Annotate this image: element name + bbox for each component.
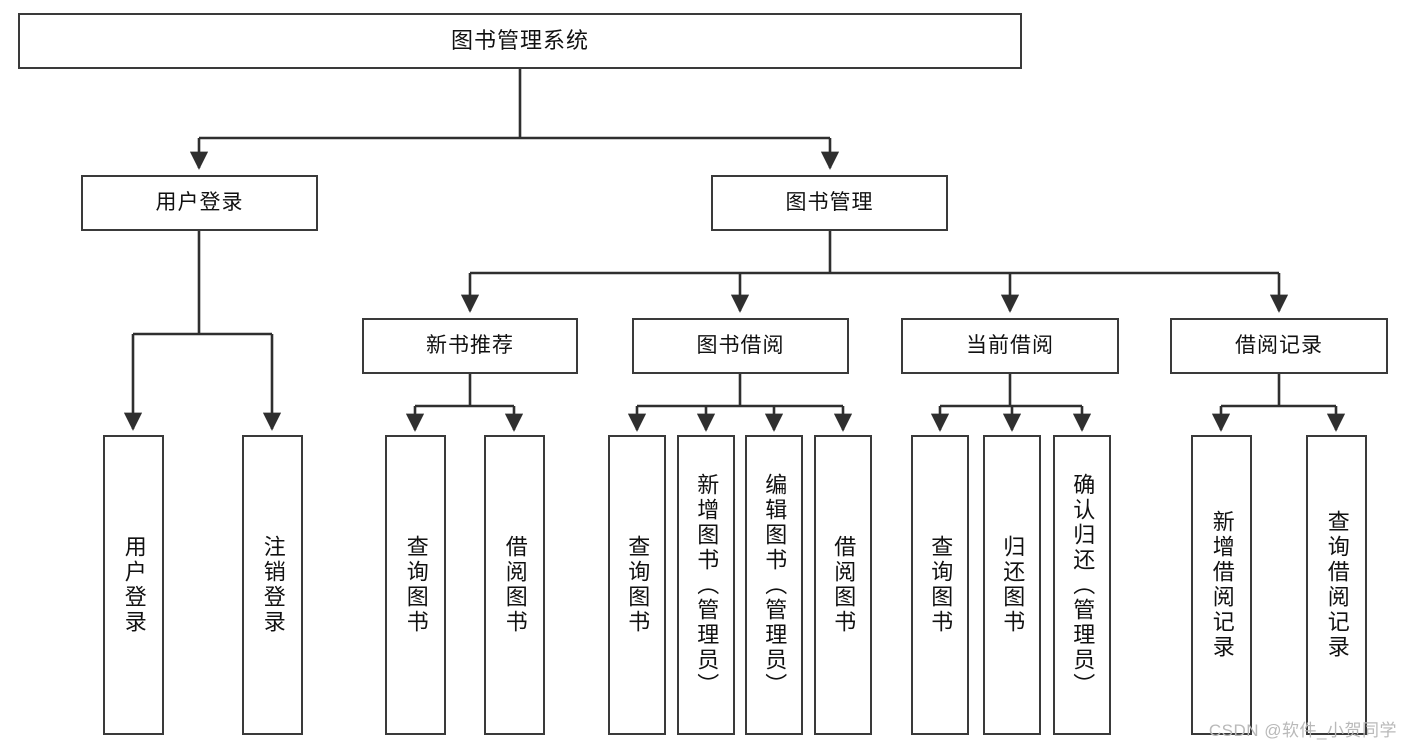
leaf-return-book-label: 归还图书 xyxy=(1000,535,1026,635)
leaf-edit-book[interactable]: 编辑图书（管理员） xyxy=(745,435,803,735)
leaf-query-book-3[interactable]: 查询图书 xyxy=(911,435,969,735)
node-book-manage-label: 图书管理 xyxy=(785,190,874,214)
leaf-add-book-label: 新增图书（管理员） xyxy=(694,472,720,698)
node-book-manage[interactable]: 图书管理 xyxy=(711,175,948,231)
node-book-borrow[interactable]: 图书借阅 xyxy=(632,318,849,374)
leaf-borrow-book-2-label: 借阅图书 xyxy=(831,535,857,635)
leaf-borrow-book-1-label: 借阅图书 xyxy=(502,535,528,635)
node-root-label: 图书管理系统 xyxy=(450,28,589,54)
leaf-query-book-1[interactable]: 查询图书 xyxy=(385,435,446,735)
node-new-book-recommend[interactable]: 新书推荐 xyxy=(362,318,578,374)
leaf-confirm-return[interactable]: 确认归还（管理员） xyxy=(1053,435,1111,735)
leaf-query-book-1-label: 查询图书 xyxy=(403,535,429,635)
node-user-login[interactable]: 用户登录 xyxy=(81,175,318,231)
leaf-add-borrow-record-label: 新增借阅记录 xyxy=(1209,510,1235,660)
leaf-return-book[interactable]: 归还图书 xyxy=(983,435,1041,735)
csdn-watermark: CSDN @软件_小贺同学 xyxy=(1208,721,1397,740)
node-borrow-record[interactable]: 借阅记录 xyxy=(1170,318,1388,374)
leaf-borrow-book-2[interactable]: 借阅图书 xyxy=(814,435,872,735)
node-new-book-recommend-label: 新书推荐 xyxy=(426,333,514,357)
node-current-borrow[interactable]: 当前借阅 xyxy=(901,318,1119,374)
leaf-query-borrow-record-label: 查询借阅记录 xyxy=(1324,510,1350,660)
leaf-query-book-3-label: 查询图书 xyxy=(928,535,954,635)
leaf-user-login-label: 用户登录 xyxy=(121,535,147,635)
leaf-logout-label: 注销登录 xyxy=(260,535,286,635)
leaf-query-book-2-label: 查询图书 xyxy=(625,535,651,635)
node-root[interactable]: 图书管理系统 xyxy=(18,13,1022,69)
leaf-add-book[interactable]: 新增图书（管理员） xyxy=(677,435,735,735)
leaf-borrow-book-1[interactable]: 借阅图书 xyxy=(484,435,545,735)
node-user-login-label: 用户登录 xyxy=(155,190,244,214)
node-book-borrow-label: 图书借阅 xyxy=(696,333,785,357)
leaf-logout[interactable]: 注销登录 xyxy=(242,435,303,735)
leaf-user-login[interactable]: 用户登录 xyxy=(103,435,164,735)
node-current-borrow-label: 当前借阅 xyxy=(966,333,1054,357)
leaf-confirm-return-label: 确认归还（管理员） xyxy=(1070,472,1096,698)
leaf-query-borrow-record[interactable]: 查询借阅记录 xyxy=(1306,435,1367,735)
leaf-edit-book-label: 编辑图书（管理员） xyxy=(762,472,788,698)
leaf-query-book-2[interactable]: 查询图书 xyxy=(608,435,666,735)
leaf-add-borrow-record[interactable]: 新增借阅记录 xyxy=(1191,435,1252,735)
node-borrow-record-label: 借阅记录 xyxy=(1235,333,1323,357)
